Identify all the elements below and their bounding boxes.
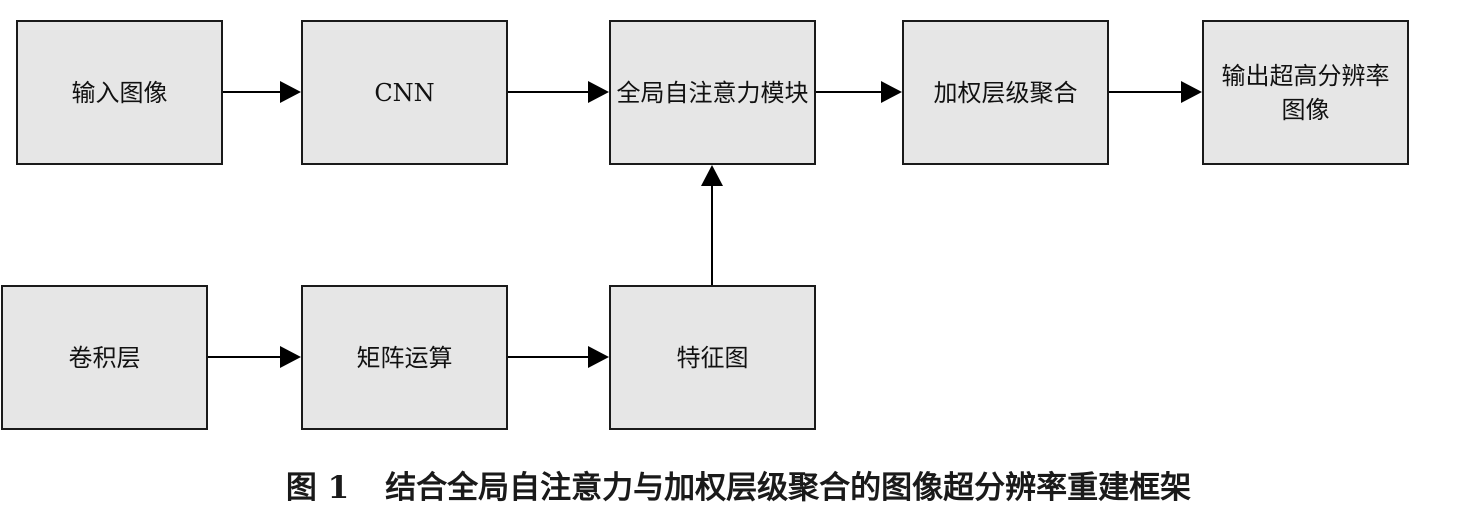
node-input-image: 输入图像 [16, 20, 223, 165]
node-output-sr-image-label: 输出超高分辨率图像 [1221, 61, 1390, 124]
node-global-attention: 全局自注意力模块 [609, 20, 816, 165]
figure-caption-label: 图 1 [285, 470, 350, 506]
arrow-aggregation-to-output [1109, 81, 1202, 103]
node-global-attention-label: 全局自注意力模块 [616, 78, 809, 107]
figure-caption: 图 1 结合全局自注意力与加权层级聚合的图像超分辨率重建框架 [0, 462, 1477, 507]
arrow-conv-to-matrix [208, 346, 301, 368]
arrow-feature-to-attention [701, 165, 723, 285]
node-matrix-op: 矩阵运算 [301, 285, 508, 430]
node-cnn: CNN [301, 20, 508, 165]
node-cnn-label: CNN [374, 78, 435, 107]
node-feature-map-label: 特征图 [676, 343, 749, 372]
node-weighted-aggregation-label: 加权层级聚合 [933, 78, 1078, 107]
node-conv-layer-label: 卷积层 [68, 343, 141, 372]
arrow-matrix-to-feature [508, 346, 609, 368]
node-weighted-aggregation: 加权层级聚合 [902, 20, 1109, 165]
arrow-cnn-to-attention [508, 81, 609, 103]
figure-caption-text: 结合全局自注意力与加权层级聚合的图像超分辨率重建框架 [385, 470, 1192, 506]
node-output-sr-image: 输出超高分辨率图像 [1202, 20, 1409, 165]
node-conv-layer: 卷积层 [1, 285, 208, 430]
arrow-input-to-cnn [223, 81, 301, 103]
node-matrix-op-label: 矩阵运算 [356, 343, 453, 372]
node-feature-map: 特征图 [609, 285, 816, 430]
arrow-attention-to-aggregation [816, 81, 902, 103]
node-input-image-label: 输入图像 [71, 78, 168, 107]
